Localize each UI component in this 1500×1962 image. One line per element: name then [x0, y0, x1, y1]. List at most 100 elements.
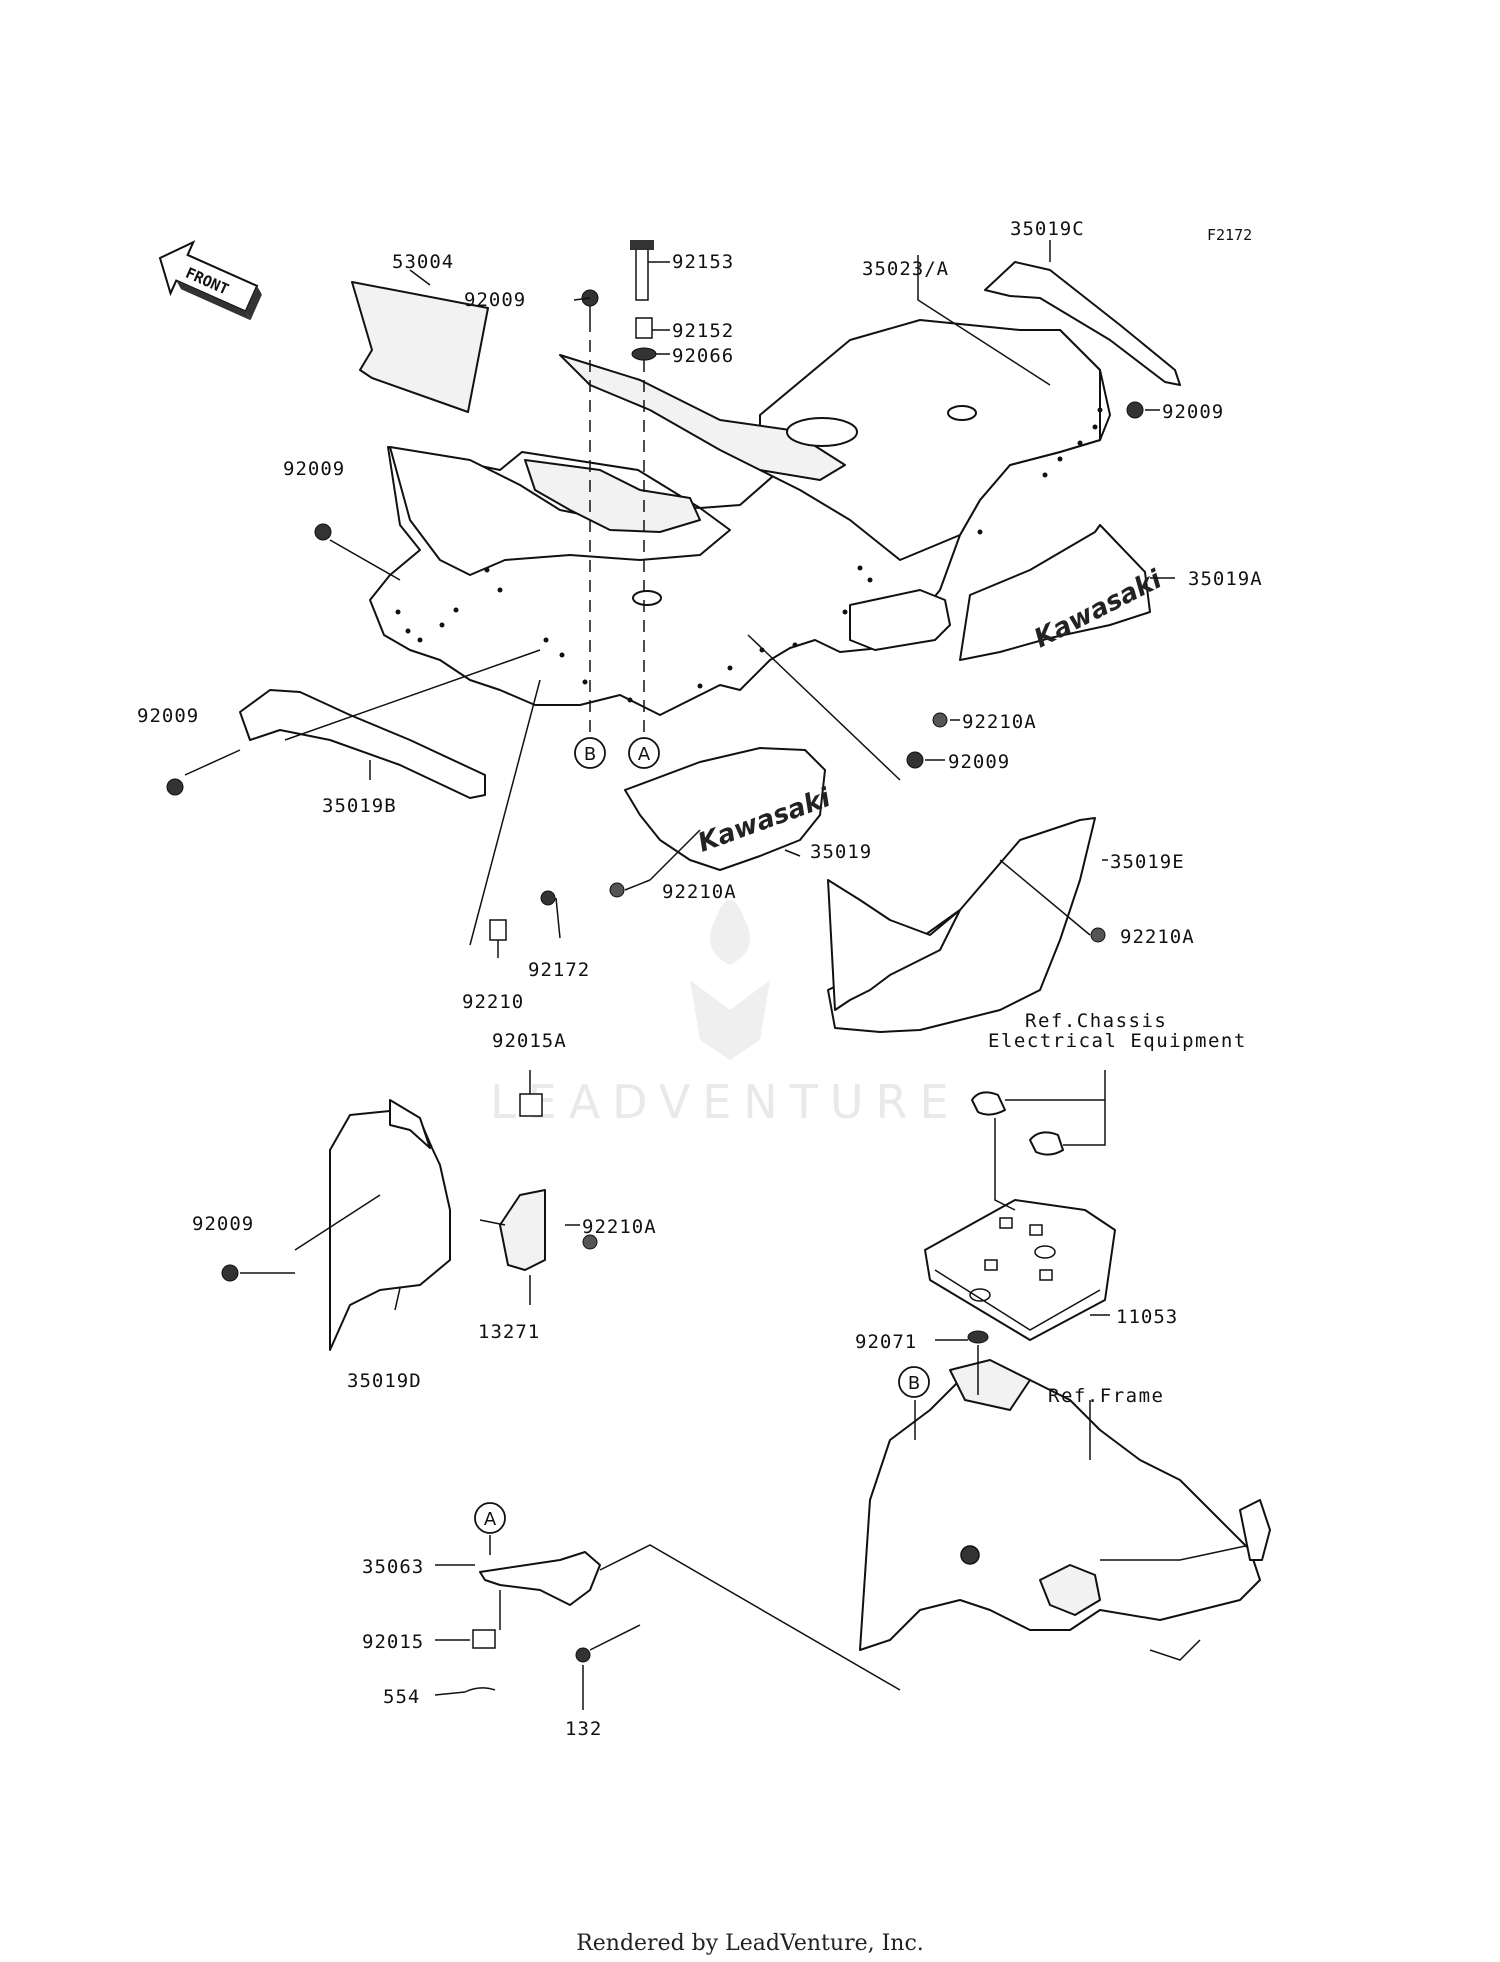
label-92210A-a: 92210A [962, 711, 1037, 733]
bolt-92153-icon [630, 240, 654, 301]
frame-mount [1039, 1564, 1101, 1616]
fender-hole-right [947, 405, 977, 421]
ref-frame: Ref.Frame [1048, 1385, 1164, 1407]
seat-channel-lower [524, 459, 701, 533]
watermark: LEADVENTURE [490, 900, 961, 1129]
screw-92009-b-icon [1126, 401, 1144, 419]
collar-92152-icon [635, 317, 653, 339]
label-35019B: 35019B [322, 795, 397, 817]
label-35023: 35023/A [862, 258, 949, 280]
label-35019: 35019 [810, 841, 872, 863]
figure-id: F2172 [1207, 226, 1252, 244]
screw-92009-e-icon [906, 751, 924, 769]
frame-bracket [1149, 1639, 1201, 1661]
label-92015A: 92015A [492, 1030, 567, 1052]
part-13271-bracket [499, 1189, 546, 1271]
label-11053: 11053 [1116, 1306, 1178, 1328]
leader-lines [184, 240, 1175, 1710]
frame-tube [1100, 1544, 1251, 1561]
fasteners [166, 240, 1144, 1693]
label-92071: 92071 [855, 1331, 917, 1353]
clamp-upper [971, 1091, 1006, 1116]
front-arrow-icon: FRONT [158, 240, 262, 321]
part-35019D-tab [389, 1099, 431, 1149]
label-92009-e: 92009 [948, 751, 1010, 773]
part-35063-bracket [479, 1551, 601, 1606]
pin-554-icon [464, 1687, 496, 1693]
bolt-132-icon [575, 1647, 591, 1663]
watermark-text: LEADVENTURE [490, 1075, 961, 1129]
frame-assembly [859, 1359, 1271, 1661]
label-13271: 13271 [478, 1321, 540, 1343]
screw-92009-a-icon [581, 289, 599, 320]
washer-92066-icon [631, 347, 657, 361]
ref-chassis-line1: Ref.Chassis [1025, 1010, 1167, 1032]
part-53004 [351, 281, 489, 413]
svg-text:B: B [908, 1373, 920, 1394]
part-35019A-panel [959, 524, 1151, 661]
label-92210A-d: 92210A [582, 1216, 657, 1238]
frame-rear-hook [1239, 1499, 1271, 1561]
label-92210: 92210 [462, 991, 524, 1013]
label-92009-d: 92009 [137, 705, 199, 727]
callout-B-upper: B [574, 737, 606, 769]
label-92009-c: 92009 [283, 458, 345, 480]
screw-92009-d-icon [166, 778, 184, 796]
fender-left-rear [389, 446, 731, 576]
part-35019E-flap [827, 817, 1096, 1033]
svg-text:A: A [638, 744, 651, 765]
fender-hole-left [632, 590, 662, 606]
label-35019D: 35019D [347, 1370, 422, 1392]
part-11053-tray [924, 1199, 1116, 1341]
label-92009-b: 92009 [1162, 401, 1224, 423]
collar-92210-icon [489, 919, 507, 941]
label-92009-f: 92009 [192, 1213, 254, 1235]
footer-credit: Rendered by LeadVenture, Inc. [576, 1931, 924, 1956]
nut-92015A-icon [519, 1093, 543, 1117]
part-35019B-rail [239, 689, 486, 799]
label-35019C: 35019C [1010, 218, 1085, 240]
fender-tail-box [849, 589, 951, 651]
fender-deck [759, 319, 1101, 561]
nut-92210A-b-icon [609, 882, 625, 898]
seat-channel [559, 354, 846, 481]
callout-A-upper: A [628, 737, 660, 769]
label-92210A-b: 92210A [662, 881, 737, 903]
label-92172: 92172 [528, 959, 590, 981]
label-92153: 92153 [672, 251, 734, 273]
svg-text:B: B [584, 744, 596, 765]
part-35019D-guard [329, 1109, 451, 1351]
clamp-lower [1029, 1131, 1064, 1156]
label-35019E: 35019E [1110, 851, 1185, 873]
fender-holes [395, 407, 1103, 703]
callout-A-bracket: A [474, 1502, 506, 1534]
ref-chassis-line2: Electrical Equipment [988, 1030, 1247, 1052]
label-35063: 35063 [362, 1556, 424, 1578]
part-35019E-lower [827, 879, 961, 1011]
label-92210A-c: 92210A [1120, 926, 1195, 948]
label-35019A: 35019A [1188, 568, 1263, 590]
nut-92210A-a-icon [932, 712, 948, 728]
tray-slots [969, 1217, 1056, 1302]
nut-92210A-d-icon [582, 1234, 598, 1250]
label-92015: 92015 [362, 1631, 424, 1653]
grommet-92071-icon [967, 1330, 989, 1344]
label-92009-a: 92009 [464, 289, 526, 311]
fuel-opening [786, 417, 858, 447]
tray-rim [934, 1269, 1101, 1331]
svg-text:A: A [484, 1509, 497, 1530]
label-53004: 53004 [392, 251, 454, 273]
nut-92210A-c-icon [1090, 927, 1106, 943]
label-554: 554 [383, 1686, 420, 1708]
frame-crossmember [949, 1359, 1031, 1411]
screw-92172-icon [540, 890, 556, 906]
part-35019-panel [624, 747, 826, 871]
label-132: 132 [565, 1718, 602, 1740]
screw-92009-c-icon [314, 523, 332, 541]
nut-92015-icon [472, 1629, 496, 1649]
callout-B-frame: B [898, 1366, 930, 1398]
label-92066: 92066 [672, 345, 734, 367]
frame-hole [960, 1545, 980, 1565]
part-35019C-rail [984, 261, 1181, 386]
